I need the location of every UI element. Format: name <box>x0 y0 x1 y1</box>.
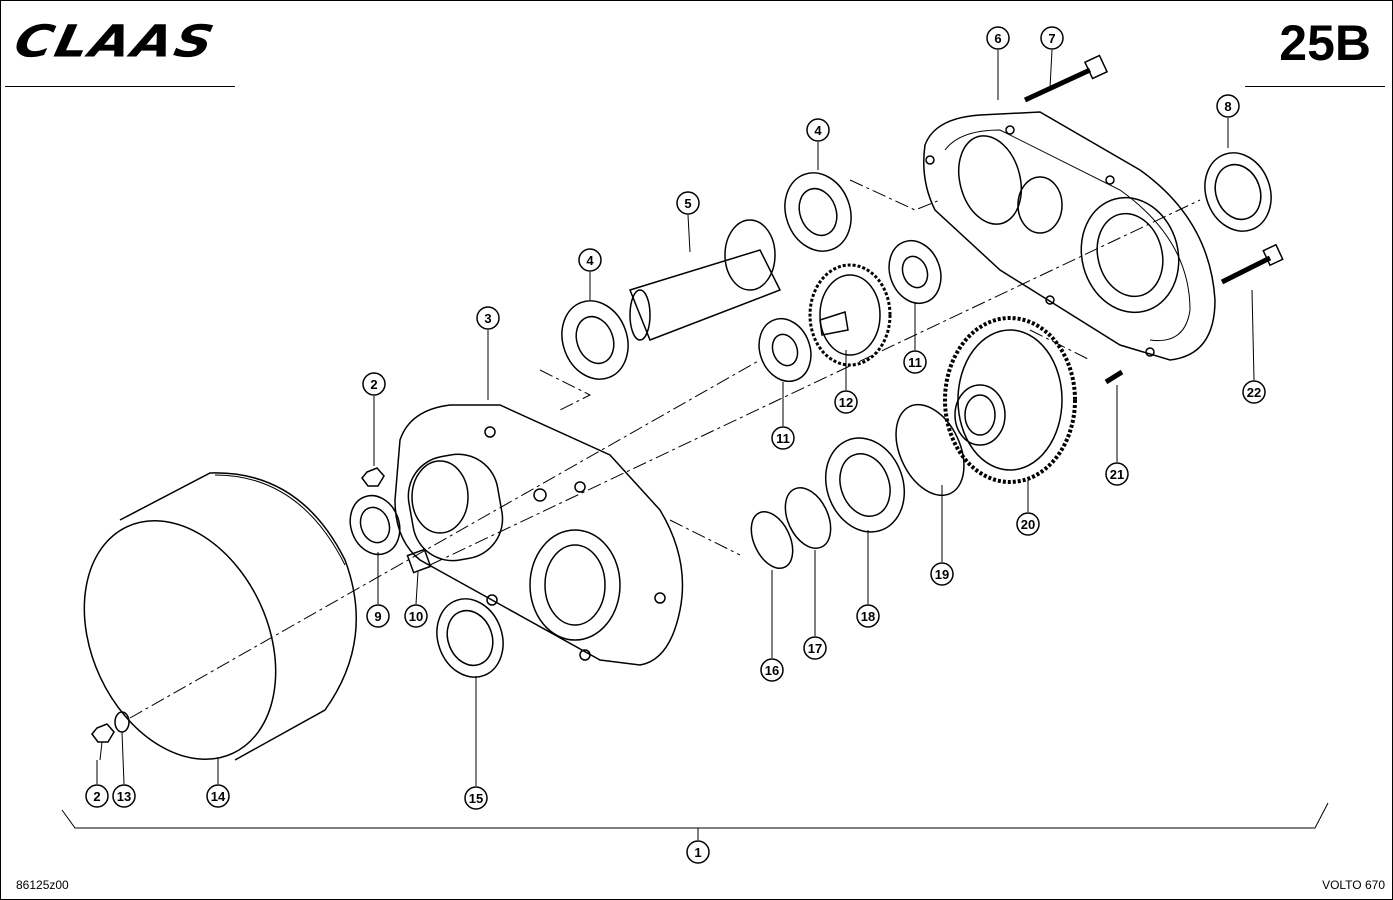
callout-9[interactable]: 9 <box>366 604 390 628</box>
svg-text:5: 5 <box>684 196 691 211</box>
drawing-id: 86125z00 <box>16 878 69 892</box>
callout-15[interactable]: 15 <box>464 786 488 810</box>
svg-text:2: 2 <box>93 789 100 804</box>
model-name: VOLTO 670 <box>1322 878 1385 892</box>
svg-text:8: 8 <box>1224 99 1231 114</box>
circlip-small <box>750 511 794 569</box>
drum-cover <box>83 472 357 761</box>
bolt-7 <box>1023 54 1109 103</box>
svg-text:13: 13 <box>117 789 131 804</box>
svg-text:4: 4 <box>814 123 822 138</box>
bearing-upper <box>784 172 852 252</box>
svg-text:18: 18 <box>861 609 875 624</box>
svg-text:21: 21 <box>1110 467 1124 482</box>
svg-text:15: 15 <box>469 791 483 806</box>
callout-16[interactable]: 16 <box>760 658 784 682</box>
callout-13[interactable]: 13 <box>112 784 136 808</box>
svg-text:3: 3 <box>484 311 491 326</box>
callout-3[interactable]: 3 <box>476 306 500 330</box>
washer <box>114 711 130 733</box>
front-housing <box>394 404 684 666</box>
svg-text:2: 2 <box>370 377 377 392</box>
svg-text:22: 22 <box>1247 385 1261 400</box>
splined-shaft <box>629 219 782 341</box>
callout-11-upper[interactable]: 11 <box>903 350 927 374</box>
svg-text:14: 14 <box>211 789 226 804</box>
bearing-18 <box>824 437 906 533</box>
callout-1[interactable]: 1 <box>686 840 710 864</box>
svg-text:20: 20 <box>1021 517 1035 532</box>
callout-2-lower[interactable]: 2 <box>85 784 109 808</box>
callout-20[interactable]: 20 <box>1016 512 1040 536</box>
svg-text:17: 17 <box>808 641 822 656</box>
shim-ring <box>784 487 832 549</box>
callout-2-upper[interactable]: 2 <box>362 372 386 396</box>
callout-6[interactable]: 6 <box>986 26 1010 50</box>
svg-text:10: 10 <box>409 609 423 624</box>
circlip-large <box>895 403 965 497</box>
svg-text:4: 4 <box>586 253 594 268</box>
callouts: 1 2 2 3 4 4 5 6 7 8 9 10 11 11 12 13 14 … <box>85 26 1266 864</box>
callout-10[interactable]: 10 <box>404 604 428 628</box>
seal-15 <box>436 598 504 678</box>
nut-upper <box>361 467 385 487</box>
svg-text:19: 19 <box>935 567 949 582</box>
svg-text:12: 12 <box>839 395 853 410</box>
callout-21[interactable]: 21 <box>1105 462 1129 486</box>
callout-4-lower[interactable]: 4 <box>578 248 602 272</box>
svg-text:1: 1 <box>694 845 701 860</box>
plug-10 <box>406 548 432 574</box>
assembly-bracket <box>61 802 1329 829</box>
svg-text:11: 11 <box>908 355 922 370</box>
callout-18[interactable]: 18 <box>856 604 880 628</box>
callout-22[interactable]: 22 <box>1242 380 1266 404</box>
callout-17[interactable]: 17 <box>803 636 827 660</box>
svg-text:16: 16 <box>765 663 779 678</box>
logo-rule <box>5 86 235 87</box>
callout-5[interactable]: 5 <box>676 191 700 215</box>
svg-text:9: 9 <box>374 609 381 624</box>
bolt-22 <box>1220 243 1284 285</box>
callout-12[interactable]: 12 <box>834 390 858 414</box>
callout-19[interactable]: 19 <box>930 562 954 586</box>
callout-8[interactable]: 8 <box>1216 94 1240 118</box>
svg-text:6: 6 <box>994 31 1001 46</box>
callout-14[interactable]: 14 <box>206 784 230 808</box>
bearing-small-lower <box>758 317 812 383</box>
rear-housing <box>923 111 1216 361</box>
page-number-rule <box>1245 86 1385 87</box>
large-gear <box>943 316 1077 484</box>
page-number: 25B <box>1279 15 1371 71</box>
seal-8 <box>1204 152 1272 232</box>
seal-9 <box>349 494 401 556</box>
callout-7[interactable]: 7 <box>1040 26 1064 50</box>
svg-text:7: 7 <box>1048 31 1055 46</box>
callout-4-upper[interactable]: 4 <box>806 118 830 142</box>
nut-lower <box>91 723 115 743</box>
bearing-small-upper <box>888 239 942 305</box>
small-gear <box>808 263 892 367</box>
dowel-pin <box>1104 369 1124 385</box>
callout-11-lower[interactable]: 11 <box>771 426 795 450</box>
leader-lines <box>96 49 1255 840</box>
assembly-axes <box>129 179 1201 719</box>
svg-text:11: 11 <box>776 431 790 446</box>
bearing-lower <box>561 300 629 380</box>
